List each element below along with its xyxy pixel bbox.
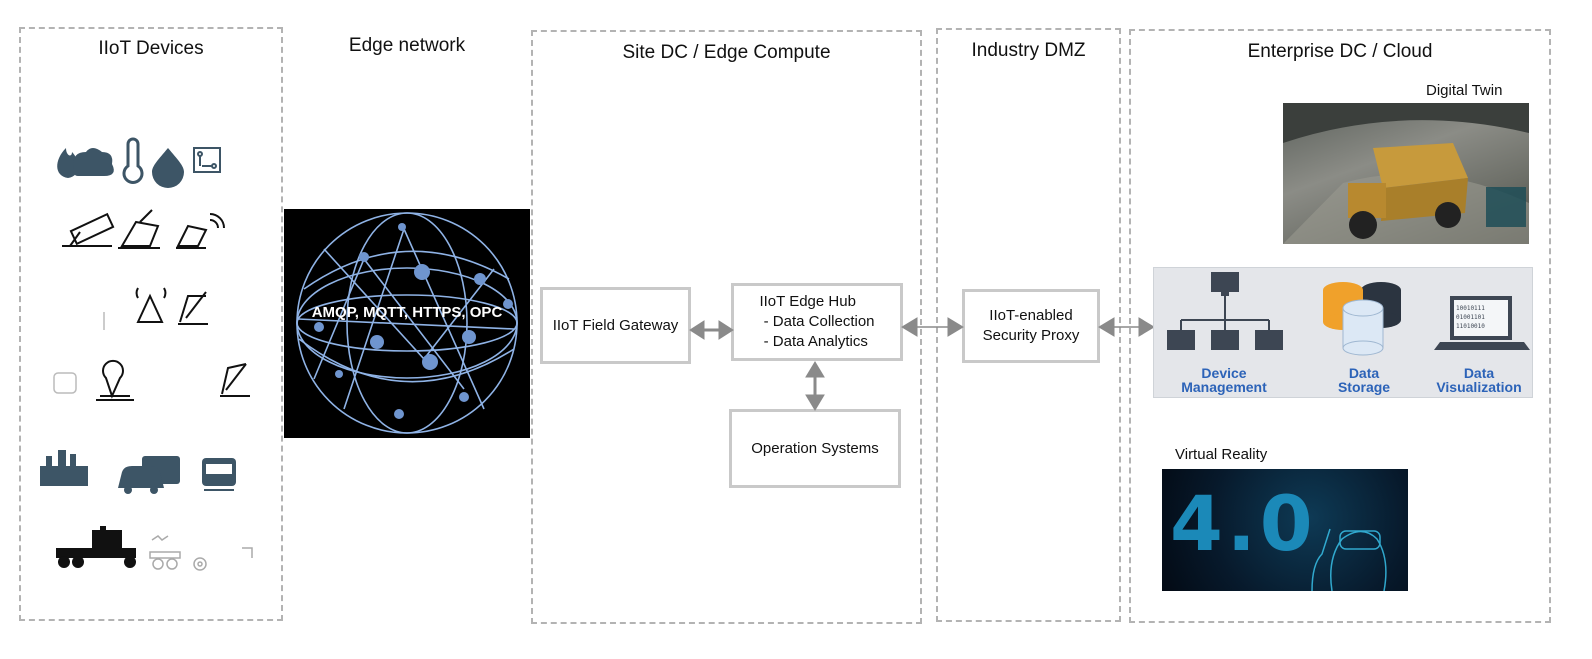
digital-twin-caption: Digital Twin xyxy=(1426,82,1503,99)
mining-truck-icon xyxy=(1283,103,1529,244)
zone-title-industry-dmz: Industry DMZ xyxy=(971,40,1086,61)
digital-twin-image xyxy=(1283,103,1529,244)
edge-hub-box: IIoT Edge Hub - Data Collection - Data A… xyxy=(731,283,903,361)
field-gateway-label: IIoT Field Gateway xyxy=(552,317,679,334)
edge-hub-label: IIoT Edge Hub - Data Collection - Data A… xyxy=(759,293,875,350)
zone-title-iiot-devices: IIoT Devices xyxy=(98,38,204,59)
vr-banner-text: 4.0 xyxy=(1170,479,1317,568)
zone-enterprise xyxy=(1129,29,1551,623)
zone-title-enterprise: Enterprise DC / Cloud xyxy=(1247,41,1433,62)
security-proxy-box: IIoT-enabled Security Proxy xyxy=(962,289,1100,363)
security-proxy-label: IIoT-enabled Security Proxy xyxy=(982,307,1080,344)
service-label-device: Device Management xyxy=(1181,365,1267,395)
service-label-visualization: Data Visualization xyxy=(1436,365,1522,395)
operation-systems-box: Operation Systems xyxy=(729,409,901,488)
svg-text:01001101: 01001101 xyxy=(1456,314,1485,321)
zone-title-site-dc: Site DC / Edge Compute xyxy=(622,42,831,63)
service-label-storage: Data Storage xyxy=(1337,365,1391,395)
edge-network-globe: AMQP, MQTT, HTTPS, OPC xyxy=(284,209,530,438)
globe-mesh-icon xyxy=(296,212,518,434)
vr-headset-person-icon xyxy=(1311,528,1387,591)
services-panel: Device Management Data Storage 10010111 0… xyxy=(1153,267,1533,398)
protocols-label: AMQP, MQTT, HTTPS, OPC xyxy=(311,304,503,321)
svg-text:10010111: 10010111 xyxy=(1456,305,1485,312)
zone-iiot-devices xyxy=(19,27,283,621)
field-gateway-box: IIoT Field Gateway xyxy=(540,287,691,364)
network-computers-icon xyxy=(1167,272,1283,350)
zone-title-edge-network: Edge network xyxy=(348,35,466,56)
database-icon xyxy=(1323,282,1401,356)
virtual-reality-caption: Virtual Reality xyxy=(1175,446,1268,463)
zone-industry-dmz xyxy=(936,28,1121,622)
laptop-icon: 10010111 01001101 11010010 xyxy=(1434,296,1530,350)
svg-text:11010010: 11010010 xyxy=(1456,323,1485,330)
virtual-reality-image: 4.0 xyxy=(1162,469,1408,591)
operation-systems-label: Operation Systems xyxy=(751,440,879,457)
